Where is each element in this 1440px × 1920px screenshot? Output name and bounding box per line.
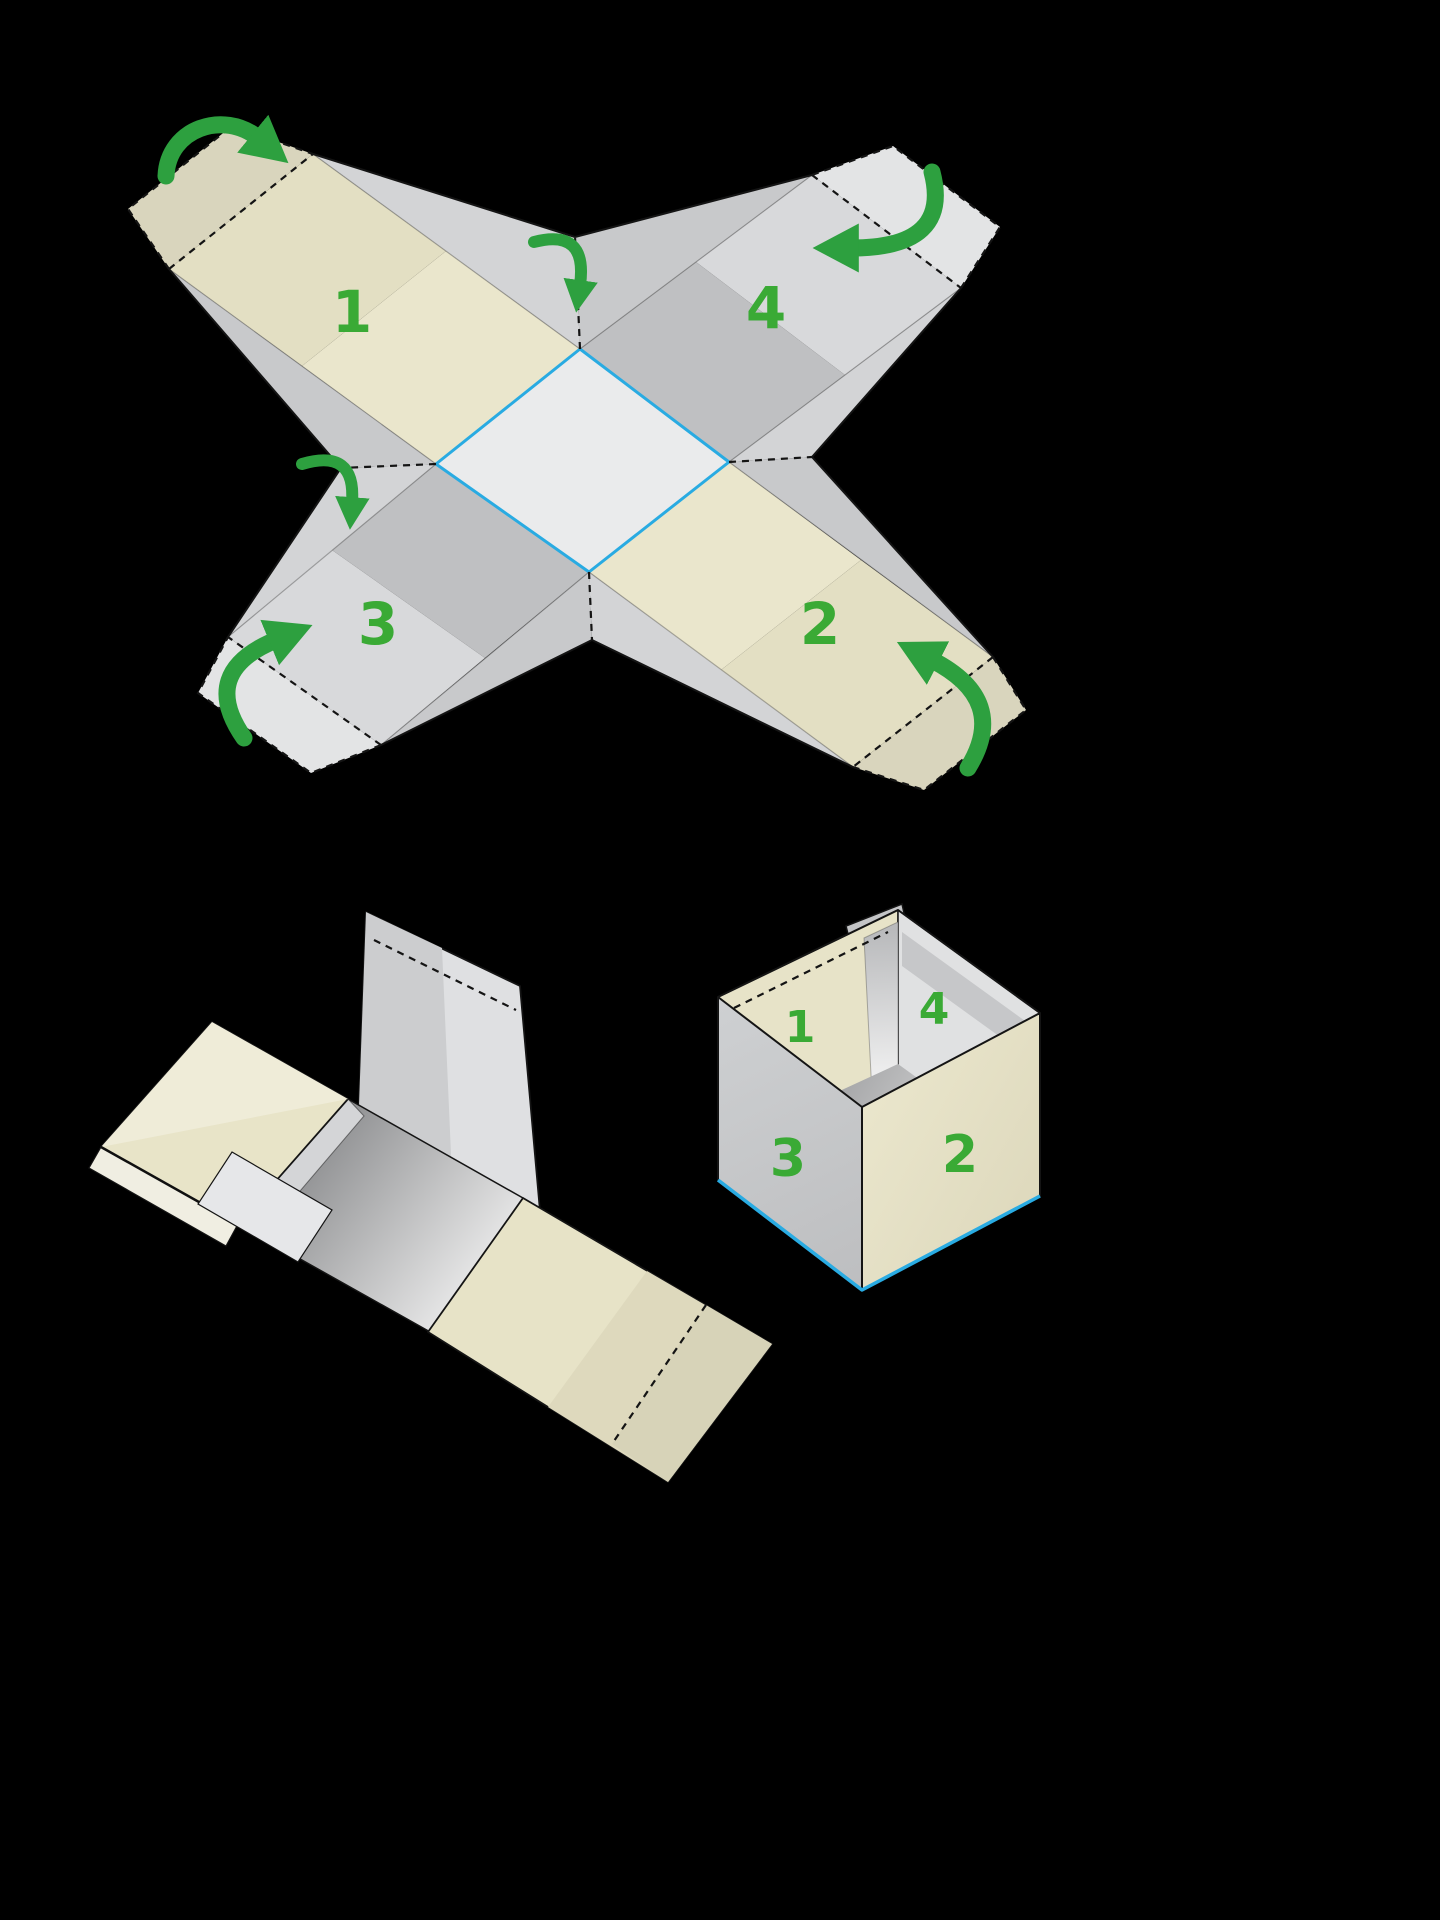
unfolded-template: 1 4 3 2: [126, 114, 1028, 792]
tucked-flap-band: [902, 932, 1032, 1060]
fold-arrow-bottom-left-icon: [218, 619, 313, 747]
fold-line-flap2: [852, 656, 1028, 792]
fold-arrow-bottom-right-icon: [896, 641, 992, 777]
face-3-label: 3: [770, 1129, 806, 1189]
standing-panel-flap-fold-line: [373, 939, 517, 1011]
arm4-panel-outer: [696, 175, 961, 375]
partially-folded-box: [88, 911, 773, 1483]
interior-light-flap: [197, 1151, 333, 1263]
rim-tuck-fold-line: [733, 931, 889, 1009]
face-2-label: 2: [942, 1125, 978, 1185]
gusset-top-right-of-notch: [575, 175, 812, 349]
flat-arm-flap-fold-line: [611, 1304, 707, 1445]
fold-line-flap4: [811, 144, 1002, 289]
bottom-edge-cyan: [716, 1178, 1041, 1292]
panel-3-label: 3: [358, 590, 398, 658]
gusset-bottom-left-of-notch: [381, 572, 592, 745]
fold-arrow-top-right-icon: [812, 163, 944, 273]
arm4-panel-inner: [580, 262, 845, 462]
panel-4-label: 4: [746, 274, 786, 342]
face-4-label: 4: [919, 984, 950, 1035]
panel-2-label: 2: [800, 590, 840, 658]
arm3-panel-outer: [228, 550, 485, 745]
arm4-tip-flap: [812, 146, 1000, 288]
fold-arrow-top-left-icon: [157, 114, 289, 185]
back-rim-edge: [717, 909, 1041, 1014]
cut-edge-top: [312, 153, 813, 238]
face-1-label: 1: [785, 1002, 816, 1053]
folded-left-panel-highlight: [101, 1022, 348, 1147]
arm3-panel-inner: [332, 464, 589, 658]
flat-arm-tip-flap: [612, 1305, 772, 1482]
arm1-panel-outer: [169, 154, 446, 366]
arm2-panel-outer: [721, 560, 993, 767]
arm2-tip-flap: [853, 657, 1026, 790]
gusset-right-lower: [729, 457, 993, 657]
fold-arrow-left-notch-icon: [296, 454, 370, 530]
arm1-panel-inner: [302, 251, 580, 464]
gusset-left-upper: [169, 269, 436, 468]
panel-crease-lines: [168, 153, 994, 768]
arm2-panel-inner: [589, 462, 861, 670]
panel-1-label: 1: [332, 278, 372, 346]
assembled-box: 1 4 3 2: [716, 902, 1041, 1292]
fold-arrow-top-notch-icon: [528, 233, 598, 313]
